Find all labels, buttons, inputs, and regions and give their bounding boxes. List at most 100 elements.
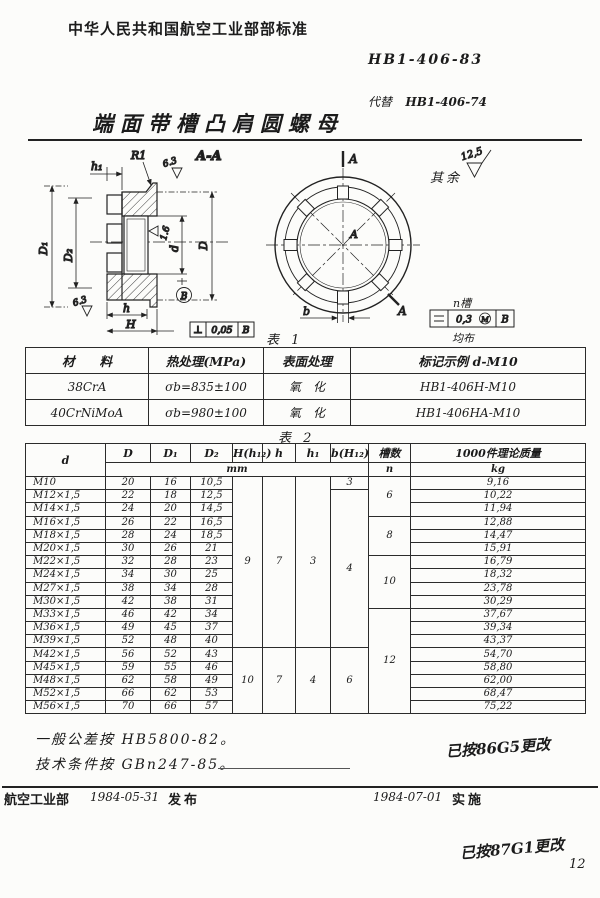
mass-cell: 43,37: [410, 634, 586, 649]
document-title: 端面带槽凸肩圆螺母: [92, 111, 344, 136]
slot-tolerance-frame: [429, 309, 515, 328]
roughness-value-bottom: 6.3: [72, 295, 89, 309]
section-view: h₁ R1 A-A 6.3 D₁ D₂: [36, 148, 255, 338]
perp-tolerance-value: 0,05: [211, 325, 232, 336]
table1-row: 40CrNiMoA σb=980±100 氧 化 HB1-406HA-M10: [25, 399, 586, 426]
table2-cell: 58: [150, 673, 191, 689]
thread-size-cell: M56×1,5: [25, 700, 106, 715]
threaded-bore: [123, 215, 149, 275]
section-hatch-top: [121, 182, 158, 217]
col-header-b: b(H₁₂): [330, 443, 369, 463]
dim-label-D2: D₂: [62, 249, 75, 263]
merged-cell-n: 8: [368, 515, 411, 557]
table2-cell: 52: [105, 634, 151, 649]
table2-cell: 45: [150, 621, 191, 636]
dim-b: [300, 302, 370, 323]
replaces-label: 代替: [368, 95, 393, 109]
roughness-icon: [81, 305, 93, 318]
heat-treatment-cell: σb=835±100: [148, 373, 264, 400]
thread-size-cell: M42×1,5: [25, 647, 106, 662]
col-header-mass: 1000件理论质量: [410, 443, 586, 463]
table1-header-row: 材 料 热处理(MPa) 表面处理 标记示例 d-M10: [25, 347, 586, 374]
table1-header: 材 料: [25, 347, 149, 374]
merged-cell-n: 12: [368, 607, 411, 715]
dim-label-h1: h₁: [91, 160, 103, 173]
table2-cell: 42: [150, 607, 191, 623]
merged-cell-h: 7: [262, 475, 296, 649]
standard-number: HB1-406-83: [368, 52, 484, 68]
mass-cell: 9,16: [410, 475, 586, 491]
table2-cell: 18,5: [190, 528, 233, 543]
table2-cell: 28: [150, 555, 191, 570]
title-divider: [28, 139, 582, 141]
replaces-number: HB1-406-74: [405, 95, 487, 109]
rest-roughness-value: 12,5: [460, 146, 485, 163]
section-arrow-label: A: [348, 152, 358, 166]
table2-cell: 57: [190, 700, 233, 715]
table2-cell: 22: [105, 489, 151, 504]
table2-cell: 14,5: [190, 502, 233, 517]
table2-cell: 66: [150, 700, 191, 715]
table2-cell: 52: [150, 647, 191, 662]
merged-cell-b: 3: [330, 475, 369, 491]
table2-cell: 43: [190, 647, 233, 662]
unit-n: n: [368, 462, 411, 477]
thread-size-cell: M16×1,5: [25, 515, 106, 530]
perp-datum: B: [242, 325, 250, 336]
thread-size-cell: M20×1,5: [25, 541, 106, 557]
material-modifier: M: [480, 315, 489, 324]
thread-size-cell: M52×1,5: [25, 686, 106, 702]
section-arrow-label: A: [349, 228, 358, 241]
slot-tolerance-value: 0,3: [456, 315, 472, 326]
slots: [283, 185, 403, 305]
mass-cell: 11,94: [410, 502, 586, 517]
slot-count-note: n槽: [453, 297, 472, 310]
table2-cell: 16: [150, 475, 191, 491]
designation-cell: HB1-406H-M10: [350, 373, 586, 400]
technical-conditions-note: 技术条件按 GBn247-85。: [35, 757, 236, 773]
handwritten-underline: [218, 768, 350, 769]
dim-D2: [68, 197, 92, 289]
table2-cell: 66: [105, 686, 151, 702]
mass-cell: 54,70: [410, 647, 586, 662]
table2-cell: 26: [150, 541, 191, 557]
leader-R1: [142, 161, 152, 186]
table1-row: 38CrA σb=835±100 氧 化 HB1-406H-M10: [25, 373, 586, 400]
surface-treatment-cell: 氧 化: [263, 399, 351, 426]
roughness-icon: [171, 167, 183, 180]
table2-cell: 20: [150, 502, 191, 517]
dim-H: [106, 309, 174, 335]
perpendicularity-frame: [189, 321, 255, 338]
dim-label-D: D: [197, 241, 210, 251]
table2-cell: 22: [150, 515, 191, 530]
castellation-tooth: [106, 194, 123, 215]
table2-cell: 46: [105, 607, 151, 623]
dim-h: [106, 302, 148, 319]
footer-divider: [2, 786, 598, 788]
merged-cell-b: 6: [330, 647, 369, 715]
thread-size-cell: M10: [25, 475, 106, 491]
rest-roughness-label: 其余: [430, 171, 463, 186]
mass-cell: 15,91: [410, 541, 586, 557]
col-header-D: D: [105, 443, 151, 463]
front-view: A A A b 12,5: [266, 145, 515, 328]
dim-label-R1: R1: [130, 149, 146, 162]
col-header-D1: D₁: [150, 443, 191, 463]
perpendicularity-icon: ⊥: [193, 325, 202, 336]
table2-cell: 53: [190, 686, 233, 702]
table2-cell: 62: [105, 673, 151, 689]
table2-cell: 21: [190, 541, 233, 557]
unit-kg: kg: [410, 462, 586, 477]
table2-cell: 37: [190, 621, 233, 636]
dim-label-b: b: [303, 305, 310, 318]
roughness-value-bore: 1.6: [159, 225, 172, 242]
table2-cell: 28: [190, 581, 233, 596]
roughness-icon: [148, 225, 159, 237]
dim-label-D1: D₁: [37, 242, 50, 256]
implementation-label: 实施: [452, 792, 485, 807]
datum-circle: [176, 287, 192, 303]
